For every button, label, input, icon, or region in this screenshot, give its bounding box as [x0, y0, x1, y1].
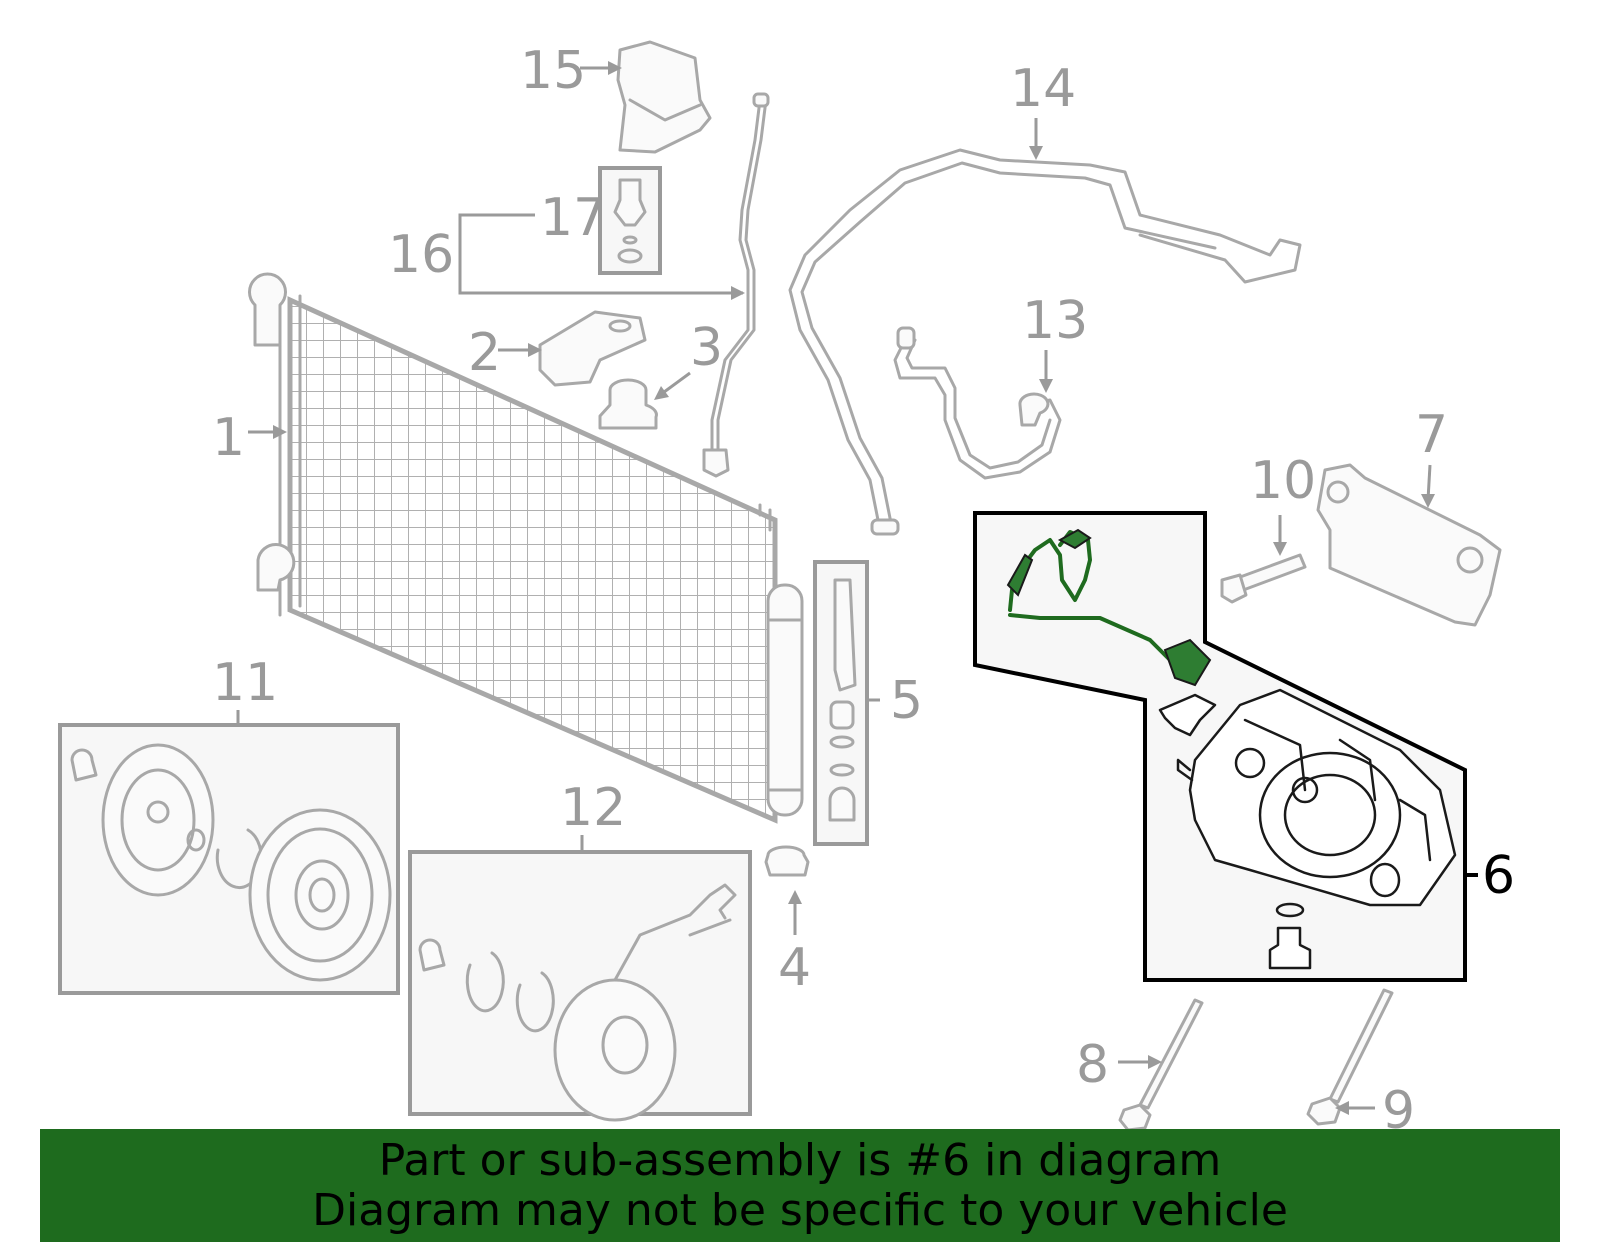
callout-17: 17 — [540, 188, 606, 248]
rubber-mount-part-3[interactable] — [598, 378, 658, 430]
bolt-part-10[interactable] — [1220, 553, 1307, 604]
compressor-assembly-part-6[interactable] — [973, 511, 1478, 982]
callout-8: 8 — [1076, 1035, 1109, 1095]
callout-11: 11 — [212, 653, 278, 713]
bracket-part-2[interactable] — [538, 310, 647, 387]
desiccant-kit-part-5[interactable] — [813, 560, 880, 846]
callout-14: 14 — [1010, 59, 1076, 119]
liquid-line-pipe[interactable] — [702, 92, 770, 478]
suction-hose-part-14[interactable] — [788, 148, 1302, 536]
compressor-bracket-part-7[interactable] — [1316, 463, 1502, 627]
callout-12: 12 — [560, 778, 626, 838]
callout-15: 15 — [520, 41, 586, 101]
discharge-hose-part-13[interactable] — [893, 326, 1062, 480]
bolt-part-9[interactable] — [1306, 988, 1394, 1126]
pressure-switch-kit-part-16[interactable] — [458, 166, 745, 300]
callout-7: 7 — [1415, 405, 1448, 465]
callout-3: 3 — [690, 318, 723, 378]
callout-5: 5 — [890, 671, 923, 731]
banner-line-disclaimer: Diagram may not be specific to your vehi… — [312, 1184, 1288, 1236]
callout-2: 2 — [468, 323, 501, 383]
info-banner: Part or sub-assembly is #6 in diagram Di… — [40, 1129, 1560, 1242]
bolt-part-8[interactable] — [1118, 998, 1204, 1132]
field-coil-kit-part-12[interactable] — [408, 835, 752, 1122]
callout-1: 1 — [212, 408, 245, 468]
callout-arrows — [248, 61, 1435, 1115]
callout-4: 4 — [778, 938, 811, 998]
clutch-kit-part-11[interactable] — [58, 710, 400, 995]
condenser-part-1[interactable] — [248, 272, 804, 824]
callout-6: 6 — [1482, 846, 1515, 906]
rubber-mount-part-4[interactable] — [764, 845, 810, 877]
callout-13: 13 — [1022, 291, 1088, 351]
banner-line-part-number: Part or sub-assembly is #6 in diagram — [378, 1134, 1222, 1186]
callout-10: 10 — [1250, 451, 1316, 511]
callout-16: 16 — [388, 225, 454, 285]
bracket-part-15[interactable] — [616, 40, 712, 154]
